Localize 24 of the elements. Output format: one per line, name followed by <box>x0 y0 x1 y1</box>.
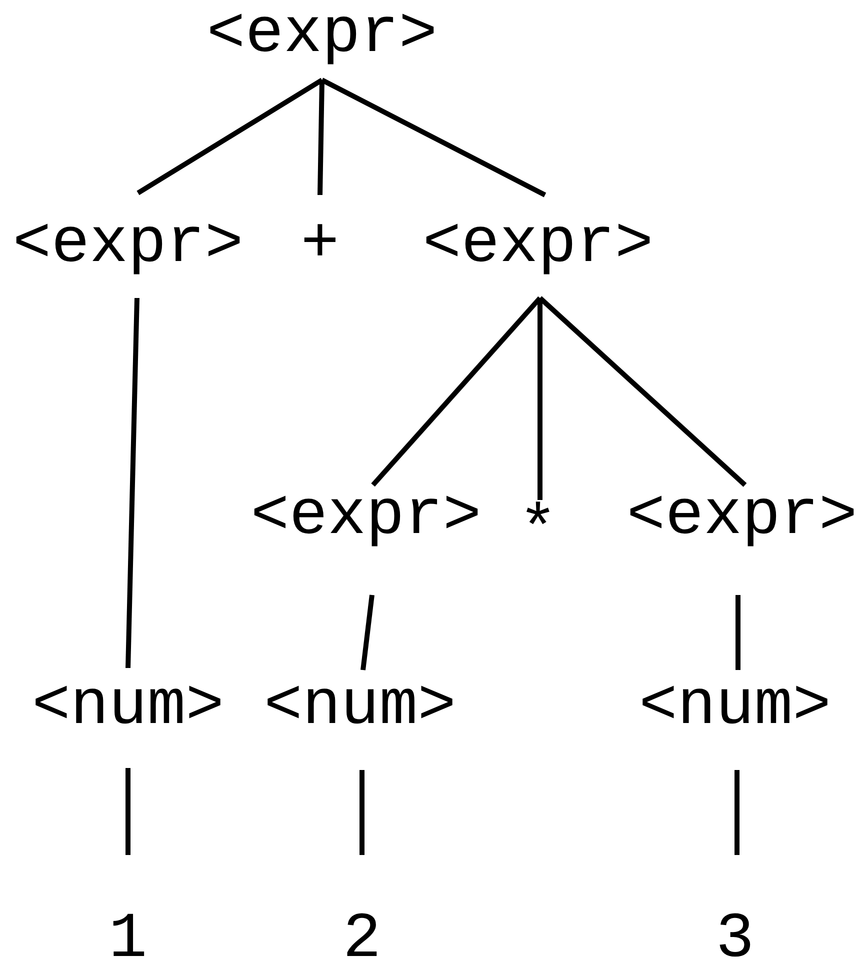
tree-branch-line <box>736 595 740 670</box>
grammar-symbol: <expr> <box>422 213 654 277</box>
tree-branch-line <box>538 296 747 487</box>
grammar-symbol: <num> <box>264 675 456 739</box>
grammar-symbol: <num> <box>32 675 224 739</box>
tree-branch-line <box>126 298 140 668</box>
tree-branch-line <box>360 594 374 670</box>
tree-branch-line <box>136 78 324 196</box>
tree-branch-line <box>360 770 364 855</box>
grammar-symbol: <num> <box>638 675 832 739</box>
tree-branch-line <box>371 296 542 487</box>
grammar-symbol: <expr> <box>12 213 244 277</box>
grammar-symbol: <expr> <box>206 3 438 67</box>
tree-branch-line <box>734 770 740 855</box>
tree-branch-line <box>318 80 324 196</box>
grammar-symbol: <expr> <box>626 485 858 549</box>
grammar-symbol: 1 <box>108 908 148 972</box>
tree-branch-line <box>126 768 130 855</box>
grammar-symbol: + <box>300 213 340 277</box>
grammar-symbol: <expr> <box>250 485 482 549</box>
tree-branch-line <box>320 78 546 198</box>
grammar-symbol: * <box>518 500 558 564</box>
grammar-symbol: 3 <box>716 908 754 972</box>
grammar-symbol: 2 <box>342 908 382 972</box>
